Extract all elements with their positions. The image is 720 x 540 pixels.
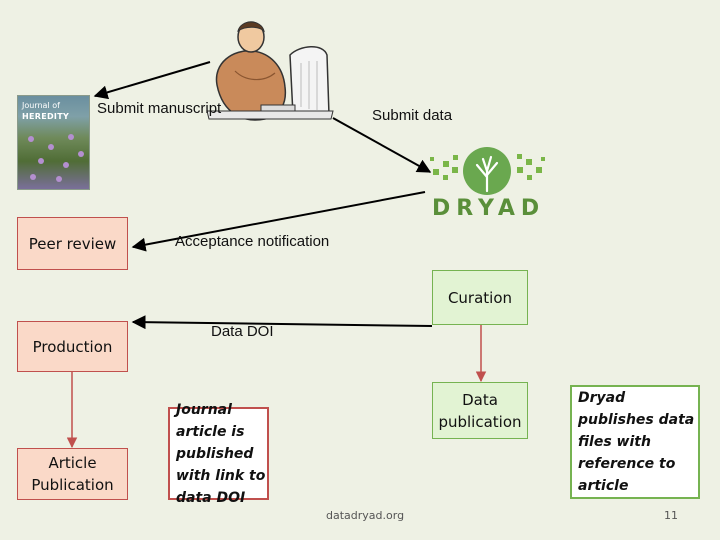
arrow-submit-data <box>332 117 432 173</box>
box-production: Production <box>17 321 128 372</box>
arrow-submit-manuscript <box>93 61 211 100</box>
box-data-publication-label: Data publication <box>438 390 522 431</box>
arrow-acceptance <box>131 191 426 252</box>
box-production-label: Production <box>32 337 113 356</box>
box-curation: Curation <box>432 270 528 325</box>
arrow-data-doi <box>131 315 433 330</box>
box-data-publication: Data publication <box>432 382 528 439</box>
box-peer-review: Peer review <box>17 217 128 270</box>
footer-url: datadryad.org <box>326 509 405 522</box>
journal-cover-title: HEREDITY <box>22 112 70 121</box>
label-acceptance-notification: Acceptance notification <box>175 233 330 250</box>
dryad-logo-wordmark: DRYAD <box>432 196 546 221</box>
box-peer-review-label: Peer review <box>28 234 117 253</box>
box-curation-label: Curation <box>447 288 513 307</box>
label-submit-manuscript: Submit manuscript <box>97 100 222 117</box>
box-article-publication-label: Article Publication <box>31 454 114 494</box>
callout-dryad-publishes-text: Dryad publishes data files with referenc… <box>578 390 695 494</box>
journal-cover-image: Journal of HEREDITY <box>17 95 90 190</box>
label-submit-data: Submit data <box>372 107 453 124</box>
box-article-publication: Article Publication <box>17 448 128 500</box>
dryad-tree-logo-icon <box>430 147 545 195</box>
journal-cover-small-title: Journal of <box>22 101 60 110</box>
callout-dryad-publishes: Dryad publishes data files with referenc… <box>570 385 700 499</box>
callout-journal-article-text: Journal article is published with link t… <box>176 401 266 506</box>
callout-journal-article: Journal article is published with link t… <box>168 402 269 506</box>
slide-page-number: 11 <box>664 509 678 522</box>
person-at-computer-icon <box>206 21 334 121</box>
label-data-doi: Data DOI <box>211 323 274 340</box>
